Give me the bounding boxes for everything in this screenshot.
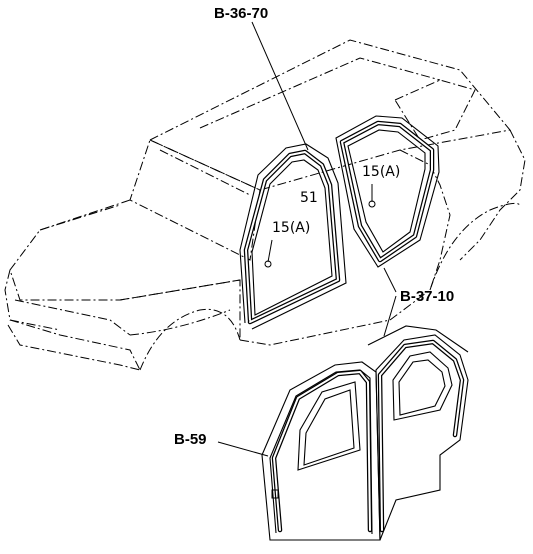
callout-rear-door-seal: B-37-10 [400, 288, 454, 305]
callout-door-assembly: B-59 [174, 431, 207, 448]
vehicle-body-outline [4, 39, 526, 371]
leader-lines [217, 21, 397, 457]
front-door-opening-weatherstrip [239, 143, 347, 330]
callout-front-door-seal: B-36-70 [214, 5, 268, 22]
part-number-clip-front: 15(A) [272, 220, 310, 236]
rear-door-opening-weatherstrip [335, 115, 440, 268]
part-number-weatherstrip: 51 [300, 190, 318, 206]
part-number-clip-rear: 15(A) [362, 164, 400, 180]
front-door-panel [261, 361, 381, 541]
rear-door-panel [367, 325, 469, 541]
